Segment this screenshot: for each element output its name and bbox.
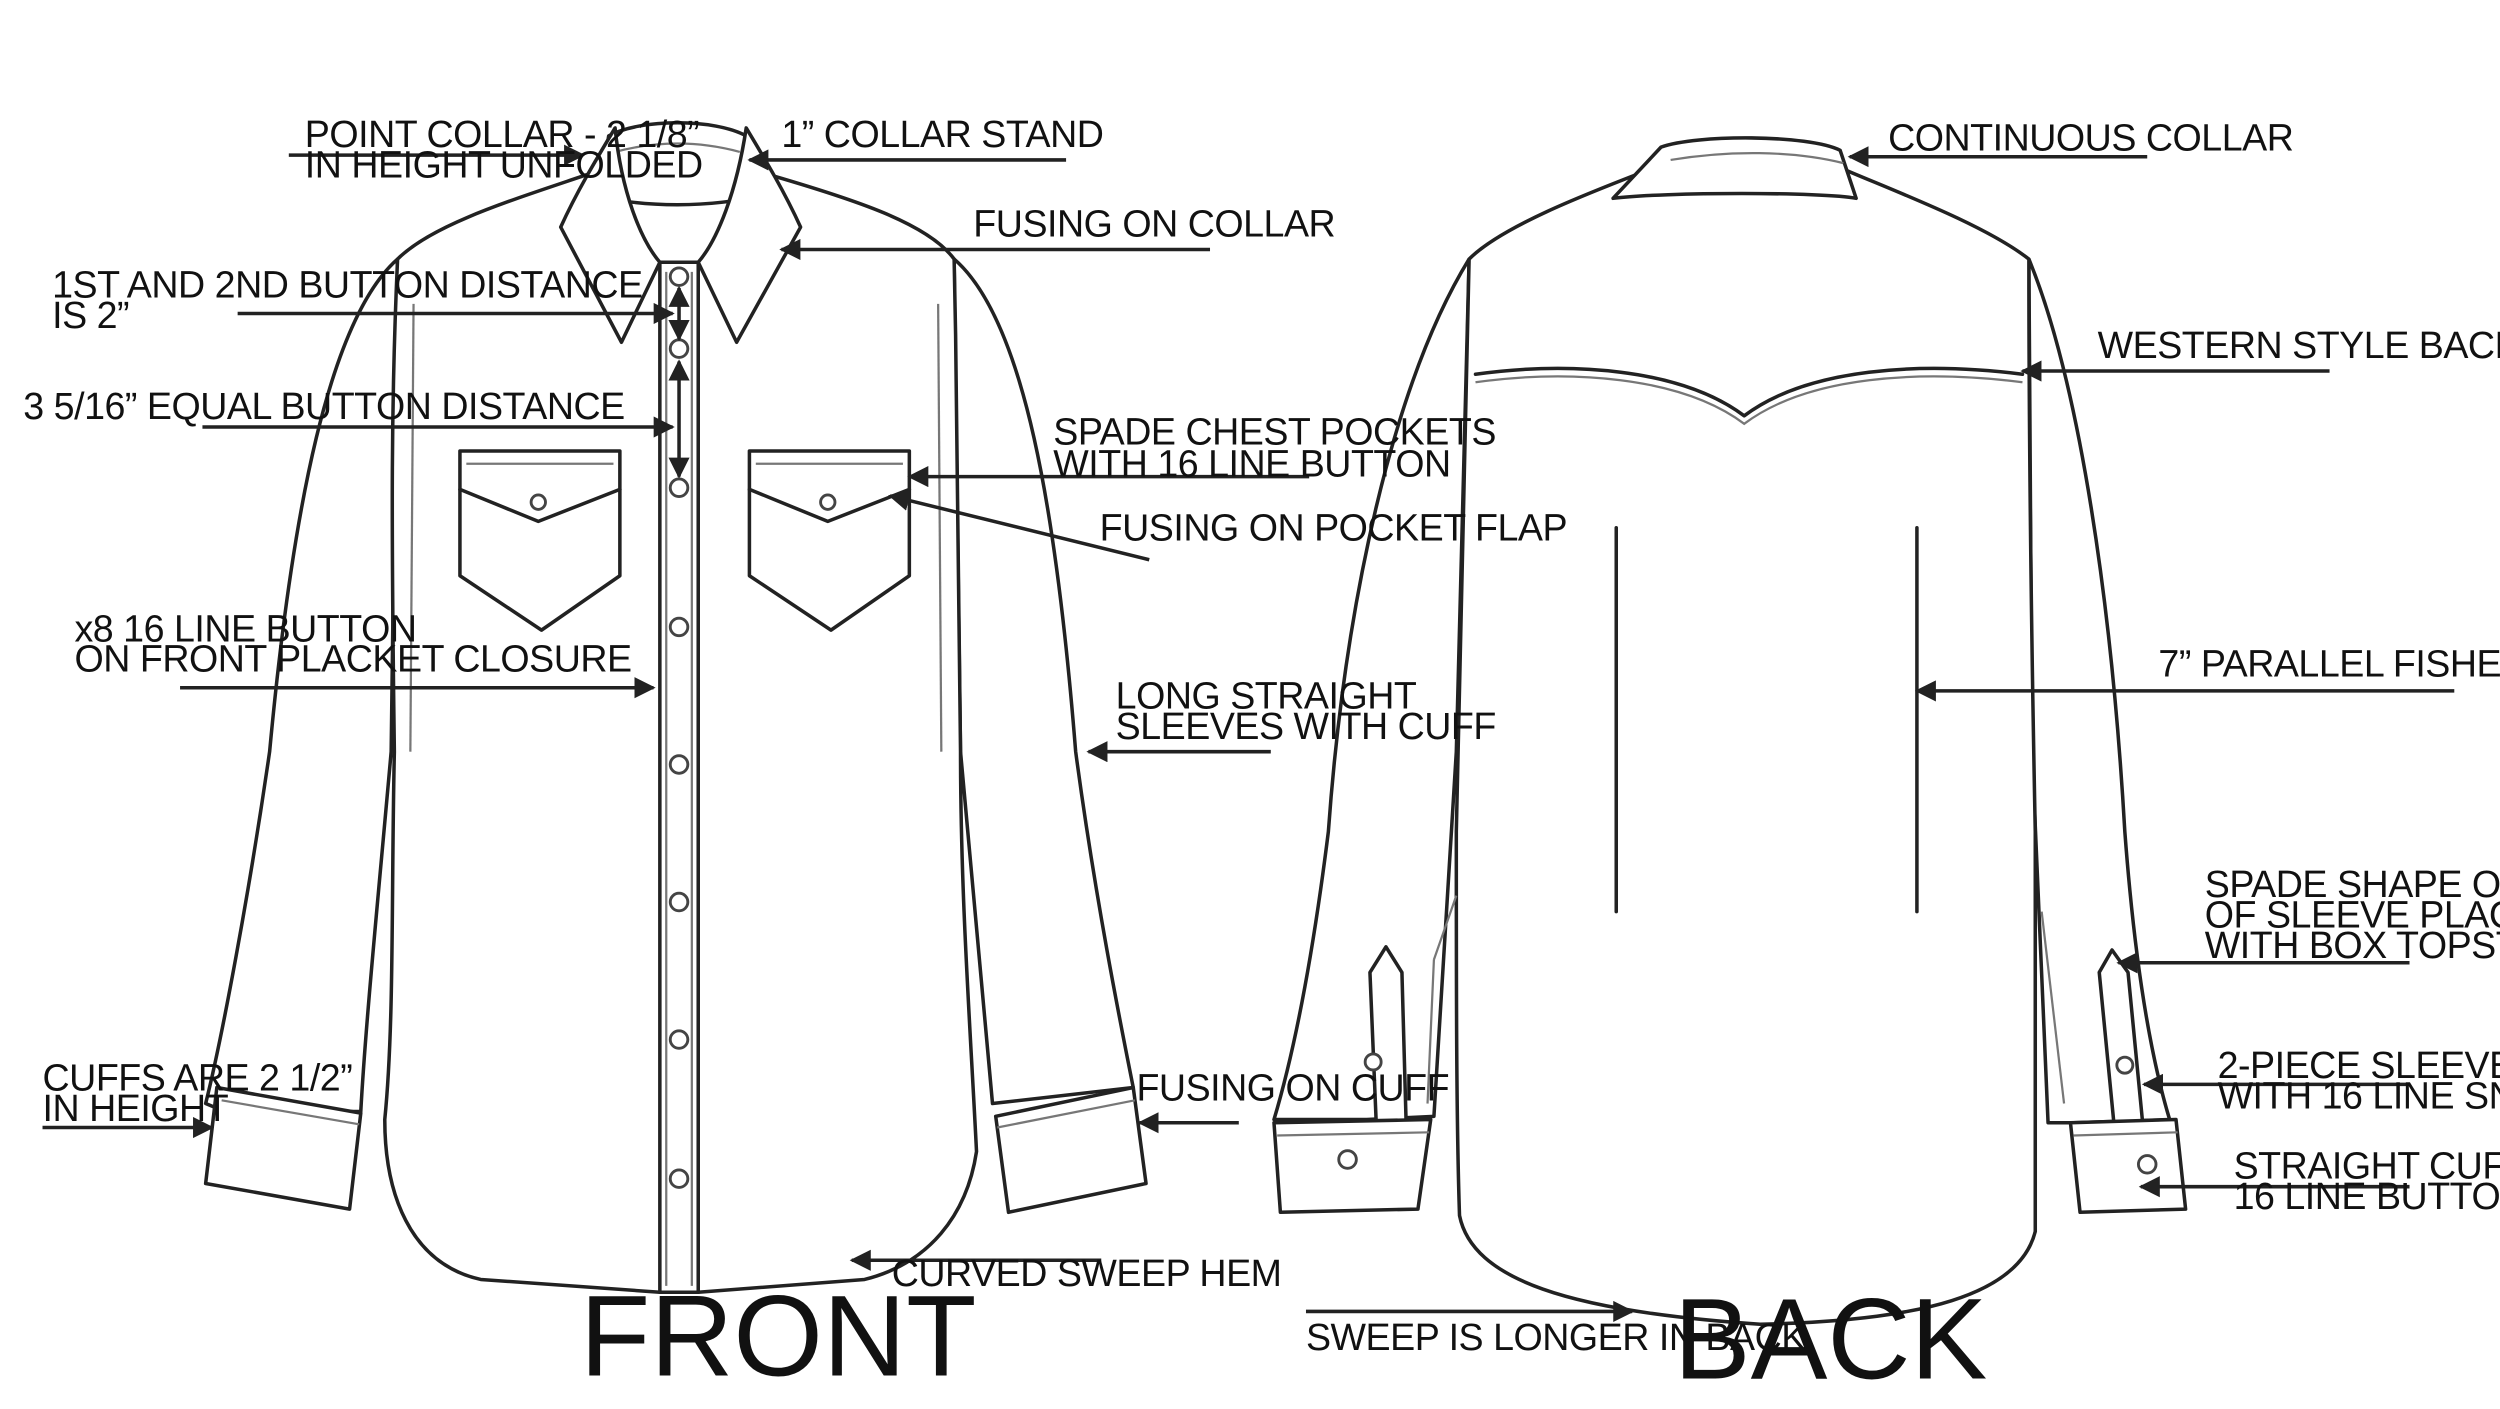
leader-lines (42, 144, 2455, 1322)
callout-fusing-collar: FUSING ON COLLAR (973, 203, 1335, 245)
front-right-pocket (747, 449, 912, 632)
front-left-pocket-flap (458, 487, 622, 524)
back-left-cuff-button (1337, 1149, 1358, 1170)
callout-cuff-height: CUFFS ARE 2 1/2” IN HEIGHT (43, 1057, 363, 1129)
back-western-yoke (1473, 366, 2025, 418)
front-button (668, 338, 690, 359)
callout-spade-sleeve-placket: SPADE SHAPE ON TOP OF SLEEVE PLACKET - W… (2205, 863, 2500, 966)
back-right-cuff-button (2136, 1154, 2158, 1175)
front-button (668, 266, 690, 287)
callout-spade-pockets: SPADE CHEST POCKETS WITH 16 LINE BUTTON (1053, 411, 1506, 485)
front-placket (658, 260, 700, 1295)
callout-back-yoke: WESTERN STYLE BACK YOKE (2098, 324, 2500, 366)
front-left-sleeve (203, 257, 400, 1114)
back-body (1454, 164, 2038, 1326)
front-left-pocket-button (529, 493, 547, 511)
front-button (668, 891, 690, 913)
callout-labels: POINT COLLAR - 2 1/8” IN HEIGHT UNFOLDED… (23, 113, 2500, 1358)
front-button (668, 754, 690, 775)
callout-sleeve-placket: 2-PIECE SLEEVE PLACKET WITH 16 LINE SNAP (2218, 1044, 2500, 1116)
callout-continuous-collar: CONTINUOUS COLLAR (1888, 116, 2293, 158)
callout-equal-button-distance: 3 5/16” EQUAL BUTTON DISTANCE (23, 385, 624, 427)
callout-point-collar: POINT COLLAR - 2 1/8” IN HEIGHT UNFOLDED (305, 113, 709, 185)
back-shirt-drawing (1272, 136, 2188, 1326)
callout-straight-cuff: STRAIGHT CUFF WITH 16 LINE BUTTON (2234, 1145, 2500, 1217)
callout-pocket-flap: FUSING ON POCKET FLAP (1100, 507, 1567, 549)
front-button (668, 1029, 690, 1050)
back-continuous-collar (1611, 136, 1858, 201)
callout-sweep-longer: SWEEP IS LONGER IN BACK (1306, 1316, 1806, 1358)
front-right-cuff (993, 1085, 1148, 1215)
callout-fusing-cuff: FUSING ON CUFF (1136, 1066, 1449, 1108)
callout-front-placket: x8 16 LINE BUTTON ON FRONT PLACKET CLOSU… (75, 607, 632, 679)
callout-button-distance: 1ST AND 2ND BUTTON DISTANCE IS 2” (52, 263, 652, 335)
back-right-placket-snap (2115, 1055, 2135, 1075)
leader-pocket-flap (888, 490, 1150, 562)
front-button (668, 616, 690, 638)
front-right-sleeve (952, 257, 1136, 1106)
front-button (668, 1168, 690, 1189)
callout-long-sleeves: LONG STRAIGHT SLEEVES WITH CUFF (1116, 674, 1496, 746)
callout-curved-hem: CURVED SWEEP HEM (892, 1252, 1282, 1294)
back-left-placket-snap (1363, 1052, 1383, 1072)
front-left-pocket (458, 449, 622, 632)
front-right-pocket-flap (747, 487, 912, 524)
front-view-title: FRONT (580, 1272, 977, 1400)
front-button (668, 477, 690, 499)
callout-fisheye-darts: 7” PARALLEL FISHEYE DARTS (2158, 643, 2500, 685)
back-left-sleeve (1272, 257, 1471, 1122)
front-right-pocket-button (819, 493, 837, 511)
back-view-title: BACK (1674, 1276, 1988, 1404)
front-shirt-drawing (203, 121, 1148, 1295)
callout-collar-stand: 1” COLLAR STAND (781, 113, 1103, 155)
